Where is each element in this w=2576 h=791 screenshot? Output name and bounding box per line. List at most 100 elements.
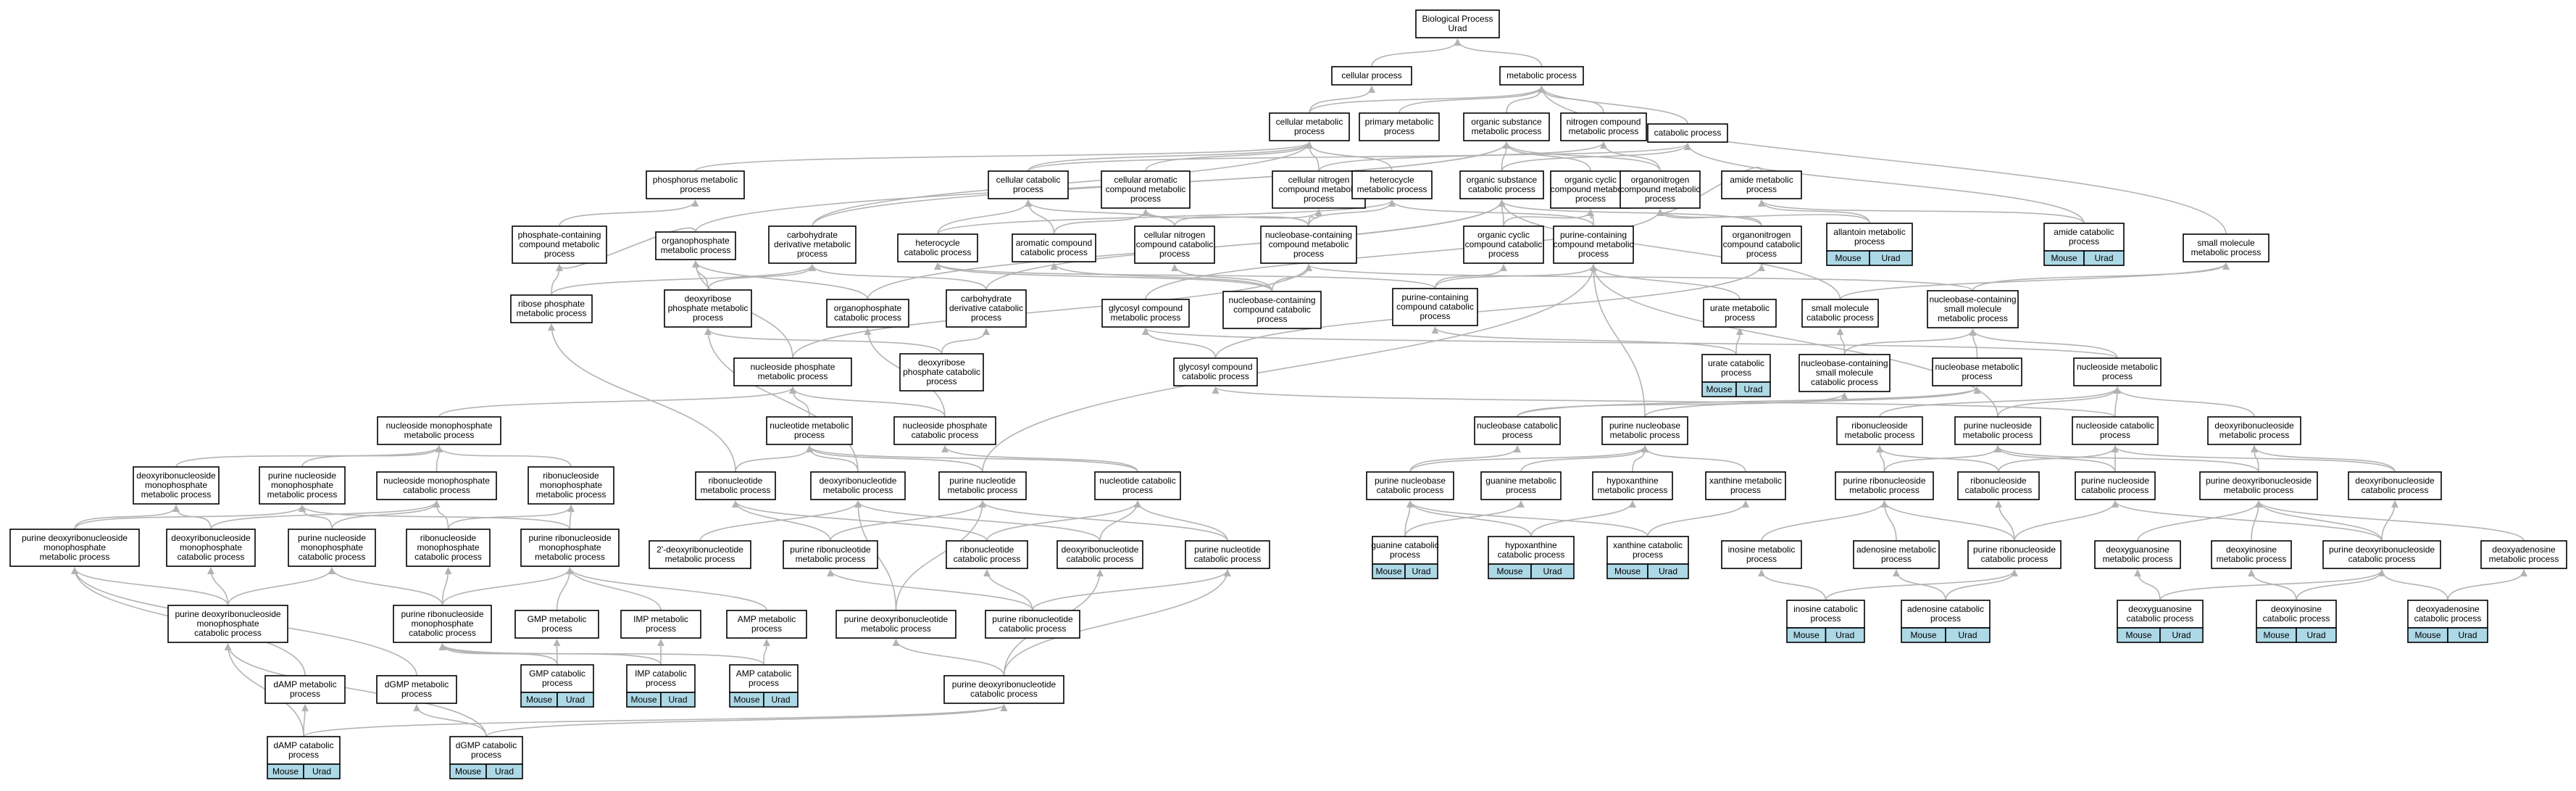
- species-badge-urad: [1869, 250, 1913, 266]
- node-box: [1786, 600, 1865, 629]
- node-label-line: nucleobase-containing: [1929, 294, 2016, 305]
- node-label-line: deoxyribonucleotide: [1062, 544, 1139, 555]
- node-label-line: phosphate catabolic: [903, 367, 980, 377]
- node-label-line: monophosphate: [43, 542, 106, 552]
- is-a-edge: [1530, 500, 1636, 537]
- species-badge-label: Urad: [495, 766, 514, 776]
- node-label-line: phosphate-containing: [518, 230, 601, 240]
- node-label-line: purine nucleoside: [298, 533, 366, 543]
- node-label-line: metabolic process: [536, 489, 607, 500]
- node-box: [2256, 600, 2337, 629]
- node-label-line: process: [794, 430, 825, 440]
- node-label-line: phosphorus metabolic: [653, 175, 738, 185]
- node-label-line: aromatic compound: [1016, 238, 1092, 248]
- is-a-edge: [556, 567, 574, 611]
- node-label-line: purine nucleobase: [1609, 421, 1680, 431]
- node-label-line: metabolic process: [2191, 247, 2262, 257]
- node-box: [1101, 299, 1190, 328]
- node-label-line: monophosphate: [271, 480, 333, 490]
- node-label-line: process: [1725, 312, 1755, 323]
- is-a-edge: [438, 643, 764, 666]
- is-a-edge: [1969, 328, 2118, 359]
- node-label-line: allantoin metabolic: [1833, 227, 1905, 237]
- node-label-line: metabolic process: [1357, 184, 1427, 194]
- is-a-edge: [983, 569, 1033, 611]
- node-label-line: metabolic process: [267, 489, 338, 500]
- node-label-line: guanine metabolic: [1485, 476, 1556, 486]
- node-label-line: nucleoside monophosphate: [383, 476, 490, 486]
- node-label-line: metabolic process: [517, 308, 587, 318]
- species-badge-label: Urad: [1543, 566, 1562, 576]
- node-box: [1499, 66, 1584, 86]
- is-a-edge: [2447, 569, 2527, 601]
- node-label-line: deoxyguanosine: [2128, 604, 2192, 614]
- species-badge-label: Urad: [771, 695, 790, 705]
- node-label-line: metabolic process: [1963, 430, 2033, 440]
- node-label-line: metabolic process: [2219, 430, 2290, 440]
- node-box: [988, 170, 1069, 199]
- node-box: [2199, 471, 2318, 500]
- node-label-line: process: [1502, 430, 1533, 440]
- node-label-line: glycosyl compound: [1178, 362, 1252, 372]
- node-box: [1260, 225, 1357, 264]
- node-box: [514, 610, 599, 639]
- is-a-edge: [567, 505, 575, 530]
- node-box: [620, 610, 701, 639]
- is-a-edge: [1454, 38, 1543, 67]
- node-label-line: process: [471, 750, 501, 760]
- node-label-line: metabolic process: [2217, 554, 2287, 564]
- is-a-edge: [566, 567, 767, 611]
- node-box: [626, 664, 696, 693]
- node-label-line: GMP catabolic: [529, 668, 585, 679]
- node-box: [1269, 112, 1350, 141]
- go-term-node-mp: metabolic process: [1499, 66, 1584, 86]
- node-box: [377, 416, 501, 445]
- node-label-line: catabolic process: [834, 312, 901, 323]
- is-a-edge: [1600, 141, 1661, 172]
- is-a-edge: [74, 505, 180, 530]
- is-a-edge: [1142, 328, 2118, 359]
- node-box: [2207, 416, 2301, 445]
- is-a-edge: [1308, 209, 1322, 227]
- node-box: [1967, 540, 2062, 569]
- node-label-line: ribonucleoside: [420, 533, 477, 543]
- node-label-line: catabolic process: [2127, 613, 2194, 624]
- is-a-edge: [1587, 209, 1595, 227]
- is-a-edge: [1644, 386, 1981, 418]
- node-label-line: purine ribonucleotide: [790, 544, 871, 555]
- node-box: [1957, 471, 2040, 500]
- species-badge-label: Urad: [1835, 630, 1854, 640]
- node-label-line: process: [1930, 613, 1961, 624]
- species-badge-urad: [2447, 627, 2488, 643]
- node-box: [768, 225, 856, 264]
- node-box: [267, 736, 341, 765]
- node-box: [1488, 536, 1575, 565]
- is-a-edge: [1758, 569, 1827, 601]
- is-a-edge: [1590, 264, 1646, 418]
- species-badge-label: Urad: [2458, 630, 2477, 640]
- node-label-line: monophosphate: [145, 480, 207, 490]
- node-box: [1415, 9, 1500, 38]
- node-box: [288, 529, 376, 567]
- species-badge-label: Urad: [312, 766, 331, 776]
- node-label-line: process: [541, 624, 572, 634]
- is-a-edge: [732, 500, 831, 542]
- is-a-edge: [1371, 38, 1462, 67]
- node-label-line: process: [926, 376, 956, 386]
- node-label-line: cellular process: [1341, 70, 1401, 80]
- go-term-node-pdrnmpcp: purine deoxyribonucleosidemonophosphatec…: [167, 605, 288, 643]
- node-label-line: process: [1730, 485, 1761, 495]
